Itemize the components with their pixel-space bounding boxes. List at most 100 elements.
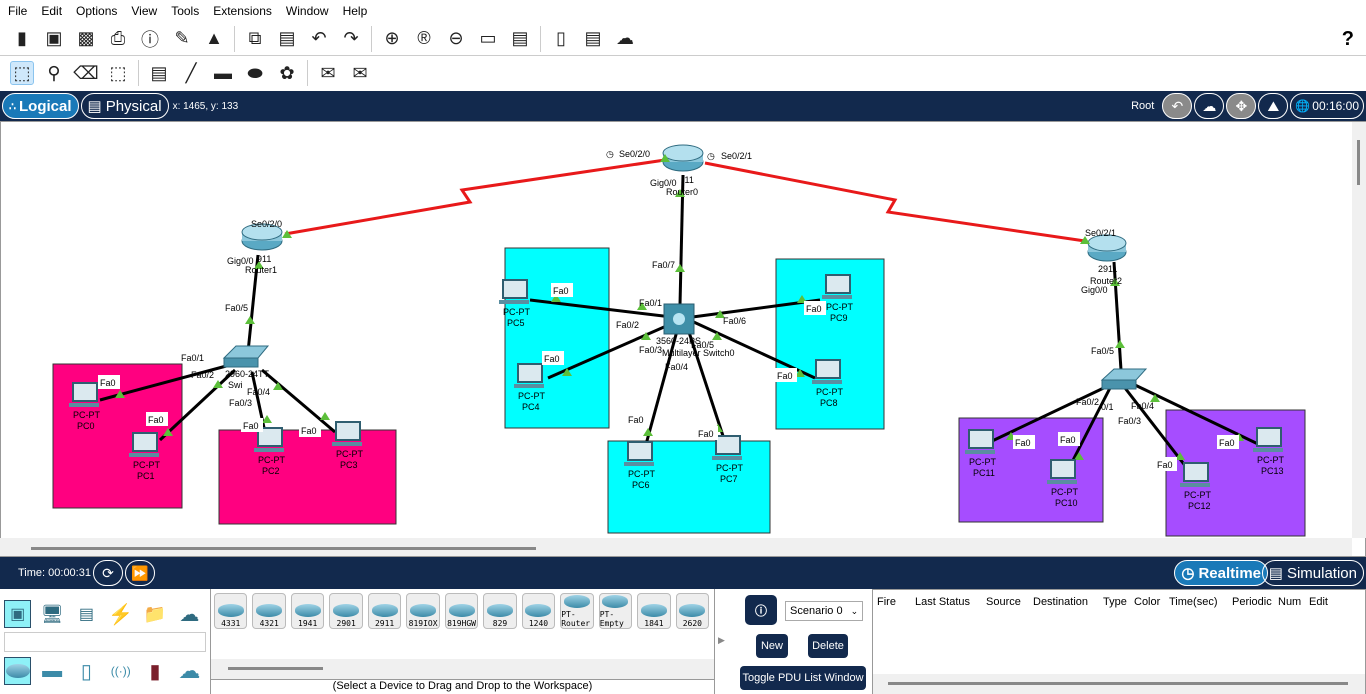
print-icon[interactable]: ⎙ [110, 28, 126, 48]
realtime-mode-button[interactable]: ◷Realtime [1174, 560, 1268, 586]
link-sw1-pc11[interactable] [989, 383, 1111, 444]
scroll-thumb[interactable] [228, 667, 323, 670]
rectangle-icon[interactable]: ▬ [214, 62, 232, 83]
pdu-list-icon[interactable]: ▯ [556, 28, 566, 48]
device-pt-empty[interactable]: PT-Empty [598, 593, 633, 629]
link-sw0-pc3[interactable] [261, 368, 336, 434]
menu-tools[interactable]: Tools [171, 4, 200, 18]
serial-link-r0-r2[interactable] [704, 161, 1086, 243]
multiuser-icon[interactable]: ☁ [179, 603, 200, 626]
scroll-thumb[interactable] [1357, 140, 1360, 185]
redo-icon[interactable]: ↷ [343, 28, 359, 48]
menu-window[interactable]: Window [285, 4, 329, 18]
link-sw0-pc1[interactable] [158, 368, 237, 442]
info-icon[interactable]: ⓘ [141, 29, 159, 50]
link-mls-pc5[interactable] [529, 298, 681, 320]
power-cycle-icon[interactable]: ⟳ [92, 560, 123, 586]
network-devices-icon[interactable]: ▣ [4, 600, 32, 628]
device-819iox[interactable]: 819IOX [406, 593, 440, 629]
workspace-horizontal-scrollbar[interactable] [0, 538, 1352, 556]
cluster-icon[interactable]: ▤ [584, 28, 602, 48]
device-1240[interactable]: 1240 [521, 593, 556, 629]
link-sw1-pc10[interactable] [1066, 387, 1112, 471]
router2[interactable] [1087, 234, 1127, 262]
router1[interactable] [241, 223, 283, 251]
freeform-icon[interactable]: ✿ [279, 62, 295, 83]
menu-view[interactable]: View [131, 4, 158, 18]
set-background-icon[interactable]: ⛰ [1258, 93, 1289, 119]
zoom-out-icon[interactable]: ⊖ [448, 28, 464, 48]
new-file-icon[interactable]: ▮ [17, 28, 27, 48]
menu-help[interactable]: Help [342, 4, 368, 18]
root-label[interactable]: Root [1131, 100, 1155, 112]
device-4321[interactable]: 4321 [252, 593, 286, 629]
inspect-icon[interactable]: ⚲ [47, 62, 61, 83]
connections-icon[interactable]: ⚡ [108, 603, 134, 626]
complex-pdu-icon[interactable]: ✉ [352, 62, 368, 83]
save-icon[interactable]: ▩ [77, 28, 95, 48]
router0[interactable] [662, 144, 704, 172]
zoom-in-icon[interactable]: ⊕ [384, 28, 400, 48]
miscellaneous-icon[interactable]: 📁 [143, 603, 167, 624]
end-devices-icon[interactable]: 🖥 [40, 603, 64, 624]
link-mls-pc6[interactable] [643, 319, 682, 449]
back-icon[interactable]: ↶ [1162, 93, 1193, 119]
menu-options[interactable]: Options [76, 4, 118, 18]
link-mls-pc4[interactable] [547, 318, 681, 380]
resize-icon[interactable]: ⬚ [109, 62, 127, 83]
device-2901[interactable]: 2901 [329, 593, 363, 629]
note-icon[interactable]: ▤ [150, 62, 168, 83]
pdu-table-scrollbar[interactable] [873, 674, 1365, 694]
col-destination[interactable]: Destination [1033, 596, 1089, 608]
device-2911[interactable]: 2911 [367, 593, 402, 629]
multilayer-switch[interactable] [663, 303, 695, 335]
new-cluster-icon[interactable]: ☁ [1194, 93, 1225, 119]
menu-extensions[interactable]: Extensions [213, 4, 272, 18]
scenario-info-button[interactable]: ⓘ [745, 595, 777, 625]
drawing-palette-icon[interactable]: ▭ [479, 28, 497, 48]
paste-icon[interactable]: ▤ [278, 28, 296, 48]
toggle-pdu-list-button[interactable]: Toggle PDU List Window [740, 666, 866, 690]
ellipse-icon[interactable]: ⬬ [247, 62, 263, 83]
simulation-mode-button[interactable]: ▤Simulation [1261, 560, 1364, 586]
device-list-scrollbar[interactable] [211, 659, 714, 679]
serial-link-r1-r0[interactable] [284, 158, 666, 236]
undo-icon[interactable]: ↶ [311, 28, 327, 48]
switch1[interactable] [1100, 368, 1148, 390]
col-edit[interactable]: Edit [1309, 596, 1328, 608]
device-829[interactable]: 829 [483, 593, 517, 629]
fast-forward-icon[interactable]: ⏩ [124, 560, 155, 586]
switches-icon[interactable]: ▬ [42, 659, 63, 682]
device-4331[interactable]: 4331 [214, 593, 248, 629]
device-819hgw[interactable]: 819HGW [444, 593, 479, 629]
select-icon[interactable]: ⬚ [10, 61, 34, 85]
col-num[interactable]: Num [1278, 596, 1302, 608]
open-folder-icon[interactable]: ▣ [45, 28, 63, 48]
delete-icon[interactable]: ⌫ [73, 62, 99, 83]
col-fire[interactable]: Fire [877, 596, 896, 608]
scroll-thumb[interactable] [888, 682, 1348, 685]
help-button[interactable]: ? [1341, 28, 1354, 50]
delete-scenario-button[interactable]: Delete [808, 634, 848, 658]
link-r1-sw0[interactable] [246, 254, 260, 353]
link-sw0-pc2[interactable] [250, 371, 268, 438]
viewport-clock[interactable]: 🌐00:16:00 [1290, 93, 1364, 119]
col-source[interactable]: Source [986, 596, 1021, 608]
zoom-reset-icon[interactable]: ® [417, 28, 431, 48]
routers-icon[interactable] [4, 657, 32, 685]
custom-device-icon[interactable]: ▲ [205, 28, 223, 48]
col-type[interactable]: Type [1103, 596, 1127, 608]
components-icon[interactable]: ▤ [78, 606, 94, 623]
